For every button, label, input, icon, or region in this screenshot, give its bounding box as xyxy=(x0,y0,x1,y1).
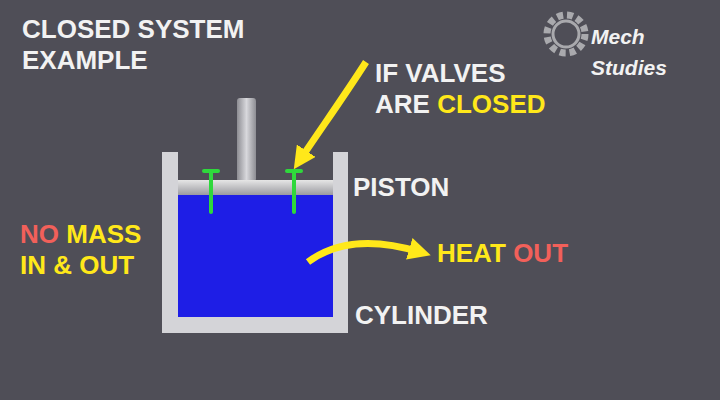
part-label: CYLINDER xyxy=(355,300,488,330)
title: CLOSED SYSTEM EXAMPLE xyxy=(22,14,272,75)
heat-label: OUT xyxy=(513,238,568,268)
callout-arrow xyxy=(300,62,366,160)
working-fluid xyxy=(178,194,333,317)
piston-rod xyxy=(237,98,256,182)
piston xyxy=(178,180,333,195)
logo-gear xyxy=(547,15,585,53)
callout-text: CLOSED xyxy=(437,89,545,119)
watermark: Mech Studies xyxy=(591,25,667,79)
cylinder-label: CYLINDER xyxy=(355,300,575,331)
part-label: PISTON xyxy=(353,172,449,202)
heat-label: HEAT xyxy=(437,238,506,268)
note-text: NO xyxy=(20,219,59,249)
heat-arrow xyxy=(308,243,420,262)
piston-label: PISTON xyxy=(353,172,553,203)
valve-callout: IF VALVES ARECLOSED xyxy=(375,58,565,119)
title-block: CLOSED SYSTEM EXAMPLE xyxy=(22,14,272,75)
logo: Mech Studies xyxy=(591,20,716,81)
valve xyxy=(204,171,301,212)
heat-note: HEATOUT xyxy=(437,238,657,269)
mass-note: NOMASS IN & OUT xyxy=(20,219,158,280)
